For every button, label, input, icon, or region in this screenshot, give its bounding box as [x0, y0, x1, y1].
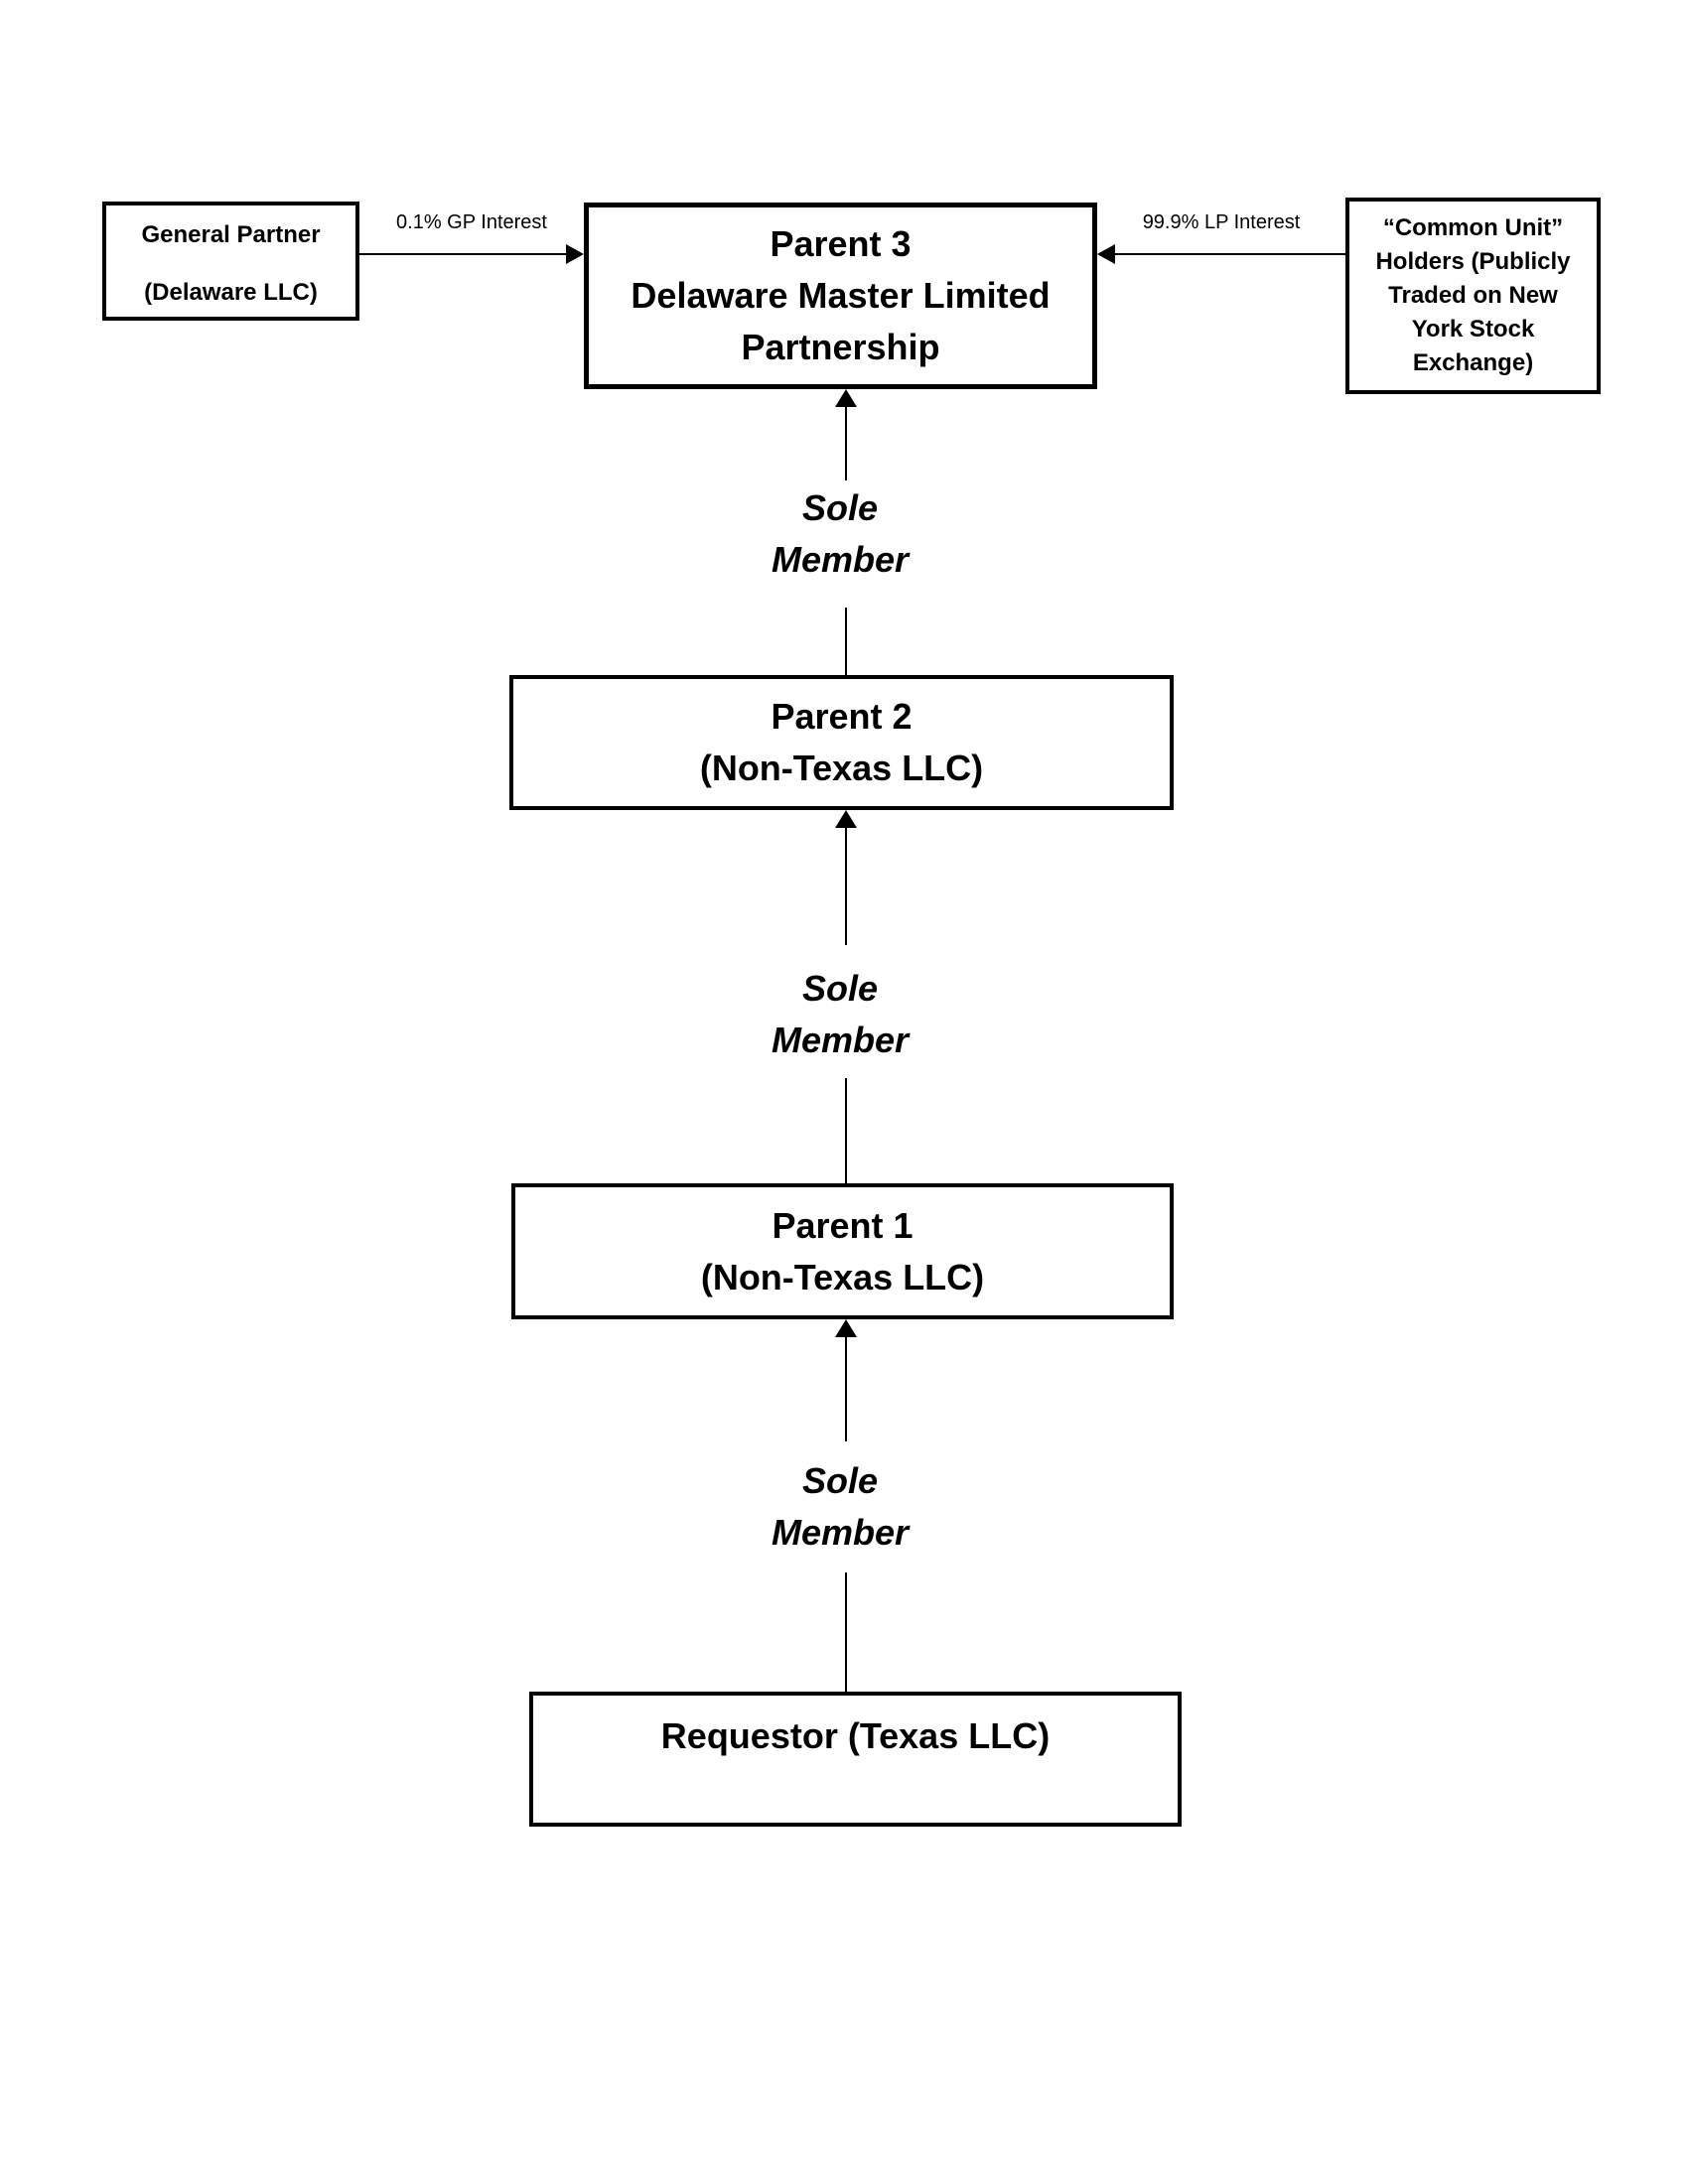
- node-label-line: Exchange): [1412, 349, 1534, 376]
- arrowhead-up-icon: [835, 1319, 857, 1337]
- node-label-line: Parent 1: [772, 1204, 914, 1246]
- node-label-line: Partnership: [741, 327, 940, 367]
- arrowhead-right-icon: [566, 244, 584, 264]
- connector-line-gp-interest: [359, 253, 568, 255]
- edge-label-line: Sole: [801, 968, 879, 1009]
- node-label-line: General Partner: [141, 221, 321, 248]
- node-parent1: Parent 1 (Non-Texas LLC): [511, 1183, 1174, 1319]
- node-label-line: (Non-Texas LLC): [700, 1256, 985, 1297]
- edge-label-line: Member: [771, 539, 910, 580]
- edge-label-lp-interest: 99.9% LP Interest: [1142, 211, 1301, 233]
- edge-label-line: Member: [771, 1512, 910, 1553]
- node-label-line: (Non-Texas LLC): [699, 748, 984, 788]
- edge-label-line: Sole: [801, 487, 879, 528]
- connector-line-sole-member: [845, 1572, 847, 1692]
- edge-label-line: Sole: [801, 1460, 879, 1501]
- connector-line-sole-member: [845, 1336, 847, 1441]
- arrowhead-left-icon: [1097, 244, 1115, 264]
- edge-label-sole-member: Sole Member: [741, 482, 939, 586]
- edge-label-sole-member: Sole Member: [741, 1455, 939, 1559]
- node-label-line: Parent 3: [770, 223, 912, 264]
- node-label-line: Holders (Publicly: [1375, 248, 1571, 275]
- node-label-line: Traded on New: [1388, 282, 1558, 309]
- connector-line-sole-member: [845, 608, 847, 675]
- node-parent2: Parent 2 (Non-Texas LLC): [509, 675, 1174, 810]
- connector-line-lp-interest: [1115, 253, 1345, 255]
- connector-line-sole-member: [845, 1078, 847, 1183]
- arrowhead-up-icon: [835, 389, 857, 407]
- node-general-partner: General Partner (Delaware LLC): [102, 202, 359, 321]
- connector-line-sole-member: [845, 827, 847, 945]
- edge-label-line: Member: [771, 1020, 910, 1060]
- edge-label-sole-member: Sole Member: [741, 963, 939, 1066]
- node-label-line: Requestor (Texas LLC): [660, 1715, 1051, 1756]
- connector-line-sole-member: [845, 406, 847, 480]
- node-label-line: (Delaware LLC): [144, 279, 318, 306]
- node-label-line: Delaware Master Limited: [631, 275, 1051, 316]
- node-requestor: Requestor (Texas LLC): [529, 1692, 1182, 1827]
- node-label-line: Parent 2: [771, 696, 913, 737]
- arrowhead-up-icon: [835, 810, 857, 828]
- node-label-line: York Stock: [1411, 316, 1535, 342]
- node-label-line: “Common Unit”: [1382, 214, 1564, 241]
- node-common-unit-holders: “Common Unit” Holders (Publicly Traded o…: [1345, 198, 1601, 394]
- node-parent3: Parent 3 Delaware Master Limited Partner…: [584, 203, 1097, 389]
- edge-label-gp-interest: 0.1% GP Interest: [396, 211, 547, 233]
